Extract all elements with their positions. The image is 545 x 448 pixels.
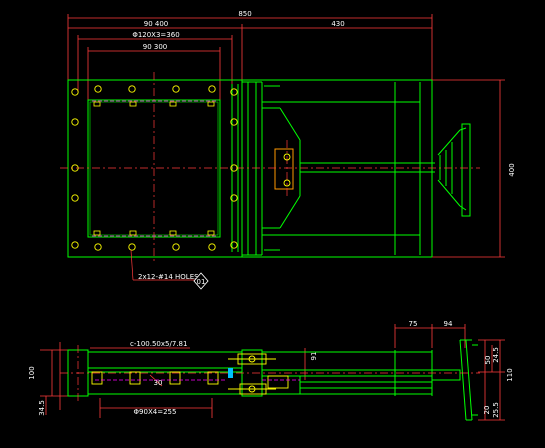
dim-bolt-circle: Φ120X3=360	[132, 31, 179, 39]
bolt-holes	[71, 85, 291, 251]
balloon-marker	[193, 272, 209, 290]
gasket-hidden-lines	[92, 100, 216, 237]
top-view: 850 90 400 430 Φ120X3=360 90 300 400	[60, 10, 516, 290]
dim-d110: 110	[506, 368, 514, 381]
front-bolts	[91, 353, 289, 395]
dim-overall-height: 400	[508, 163, 516, 176]
dim-overall-width: 850	[238, 10, 251, 18]
dim-d30: 30	[154, 379, 163, 387]
dim-d50: 50	[484, 356, 492, 365]
dim-right-width: 430	[331, 20, 344, 28]
dim-d34: 34.5	[38, 400, 46, 416]
dim-d20: 20	[483, 406, 491, 415]
front-view: 75 94 91 50 24.5 110 20 25.5 100 34.5 30…	[28, 320, 514, 421]
top-dimensions	[67, 14, 505, 258]
dim-d94: 94	[444, 320, 453, 328]
dim-inner-width: 90 300	[143, 43, 168, 51]
dim-d24: 24.5	[492, 347, 500, 363]
top-center-lines	[60, 72, 480, 262]
front-dimensions	[40, 324, 505, 421]
balloon-label: 01	[197, 278, 206, 286]
section-note: c-100.50x5/7.81	[130, 340, 187, 348]
gasket-strips	[93, 101, 215, 236]
dim-d91: 91	[310, 352, 318, 361]
dim-bolt-spacing: Φ90X4=255	[134, 408, 177, 416]
seat-marker	[228, 368, 233, 378]
holes-callout-text: 2x12-#14 HOLES	[138, 273, 199, 281]
holes-callout	[130, 249, 196, 281]
yoke-plate	[274, 148, 294, 190]
dim-d100: 100	[28, 366, 36, 379]
dim-left-width: 90 400	[144, 20, 169, 28]
dim-d75: 75	[409, 320, 418, 328]
dim-d25: 25.5	[492, 402, 500, 418]
